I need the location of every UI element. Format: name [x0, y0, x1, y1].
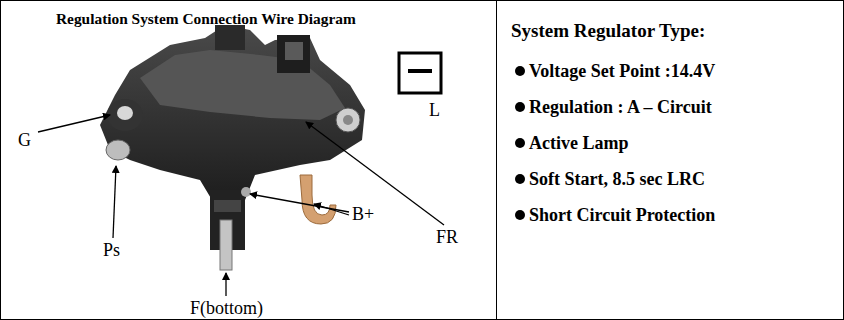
spec-panel: System Regulator Type: Voltage Set Point …	[496, 0, 844, 320]
bullet-item: Soft Start, 8.5 sec LRC	[511, 161, 835, 197]
illustration-part	[285, 42, 303, 60]
illustration-part	[336, 108, 360, 132]
spec-text: Soft Start, 8.5 sec LRC	[529, 169, 705, 189]
terminal-label: Ps	[103, 240, 120, 260]
illustration-part	[277, 35, 310, 73]
illustration-part	[107, 99, 143, 131]
terminal-label: FR	[436, 227, 458, 247]
illustration-part	[214, 200, 241, 212]
spec-text: Voltage Set Point :14.4V	[529, 61, 715, 81]
illustration-part	[300, 175, 336, 224]
bullet-dot	[515, 210, 525, 220]
bullet-dot	[515, 174, 525, 184]
terminal-label: B+	[352, 204, 374, 224]
bullet-item: Short Circuit Protection	[511, 197, 835, 233]
panel-heading: System Regulator Type:	[511, 19, 835, 43]
illustration-part	[241, 187, 251, 197]
bullet-dot	[515, 102, 525, 112]
spec-text: Regulation : A – Circuit	[529, 97, 712, 117]
terminal-label: L	[429, 100, 440, 120]
illustration-part	[215, 25, 245, 50]
spec-text: Active Lamp	[529, 133, 628, 153]
illustration-part	[250, 194, 349, 212]
illustration-part	[399, 53, 441, 93]
bullet-dot	[515, 138, 525, 148]
spec-text: Short Circuit Protection	[529, 205, 715, 225]
illustration-part	[225, 273, 226, 296]
illustration-part	[408, 69, 432, 73]
lamp-symbol	[399, 53, 441, 93]
illustration-part	[113, 166, 116, 238]
bullet-item: Active Lamp	[511, 125, 835, 161]
illustration-part	[220, 220, 232, 270]
bullet-item: Voltage Set Point :14.4V	[511, 53, 835, 89]
leader-lines	[38, 115, 444, 296]
illustration-part	[100, 25, 365, 205]
illustration-part	[117, 106, 133, 120]
terminal-label: G	[18, 130, 31, 150]
illustration-part	[38, 115, 110, 132]
bullet-dot	[515, 66, 525, 76]
illustration-part	[140, 50, 345, 120]
illustration-part	[106, 140, 130, 160]
regulator-body	[100, 25, 365, 270]
diagram-panel: Regulation System Connection Wire Diagra…	[0, 0, 497, 320]
bullet-item: Regulation : A – Circuit	[511, 89, 835, 125]
illustration-part	[343, 115, 353, 125]
illustration-part	[306, 122, 444, 225]
terminal-label: F(bottom)	[190, 298, 263, 318]
illustration-part	[314, 204, 349, 215]
panel-title: Regulation System Connection Wire Diagra…	[56, 9, 496, 29]
